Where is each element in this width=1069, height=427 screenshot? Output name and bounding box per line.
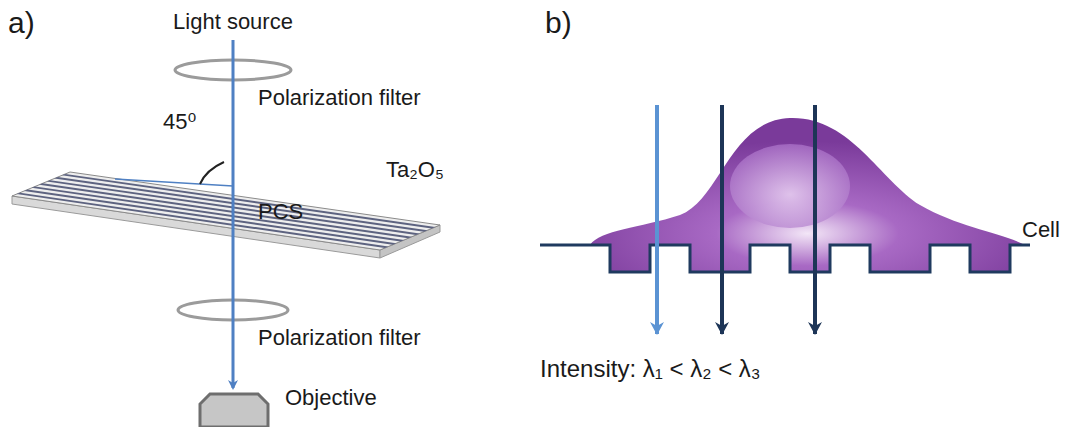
grating-stripe <box>54 177 427 232</box>
filter-label: Polarization filter <box>258 86 421 110</box>
panel-label: a) <box>8 6 35 39</box>
grating-stripe <box>17 193 389 248</box>
objective-lens <box>200 394 268 427</box>
material-label: Ta₂O₅ <box>386 158 444 182</box>
angle-arc <box>200 162 224 184</box>
substrate-label: PCS <box>258 200 303 224</box>
light-beam <box>232 40 235 388</box>
light-ray <box>813 105 817 334</box>
filter-label: Polarization filter <box>258 326 421 350</box>
pcs-slab <box>12 172 440 258</box>
grating-stripe <box>24 190 396 245</box>
source-label: Light source <box>173 10 293 34</box>
panel-label: b) <box>545 6 572 39</box>
light-ray <box>720 105 724 334</box>
angle-line <box>115 179 233 186</box>
grating-stripe <box>32 186 404 241</box>
intensity-label: Intensity: λ₁ < λ₂ < λ₃ <box>540 356 761 382</box>
cell-nucleus <box>730 144 850 228</box>
cell-label: Cell <box>1022 218 1060 242</box>
objective-label: Objective <box>285 386 377 410</box>
grating-stripe <box>62 174 435 229</box>
grating-profile <box>540 245 1030 272</box>
grating-stripe <box>39 183 412 238</box>
light-ray <box>655 105 659 334</box>
angle-label: 45⁰ <box>163 110 196 134</box>
